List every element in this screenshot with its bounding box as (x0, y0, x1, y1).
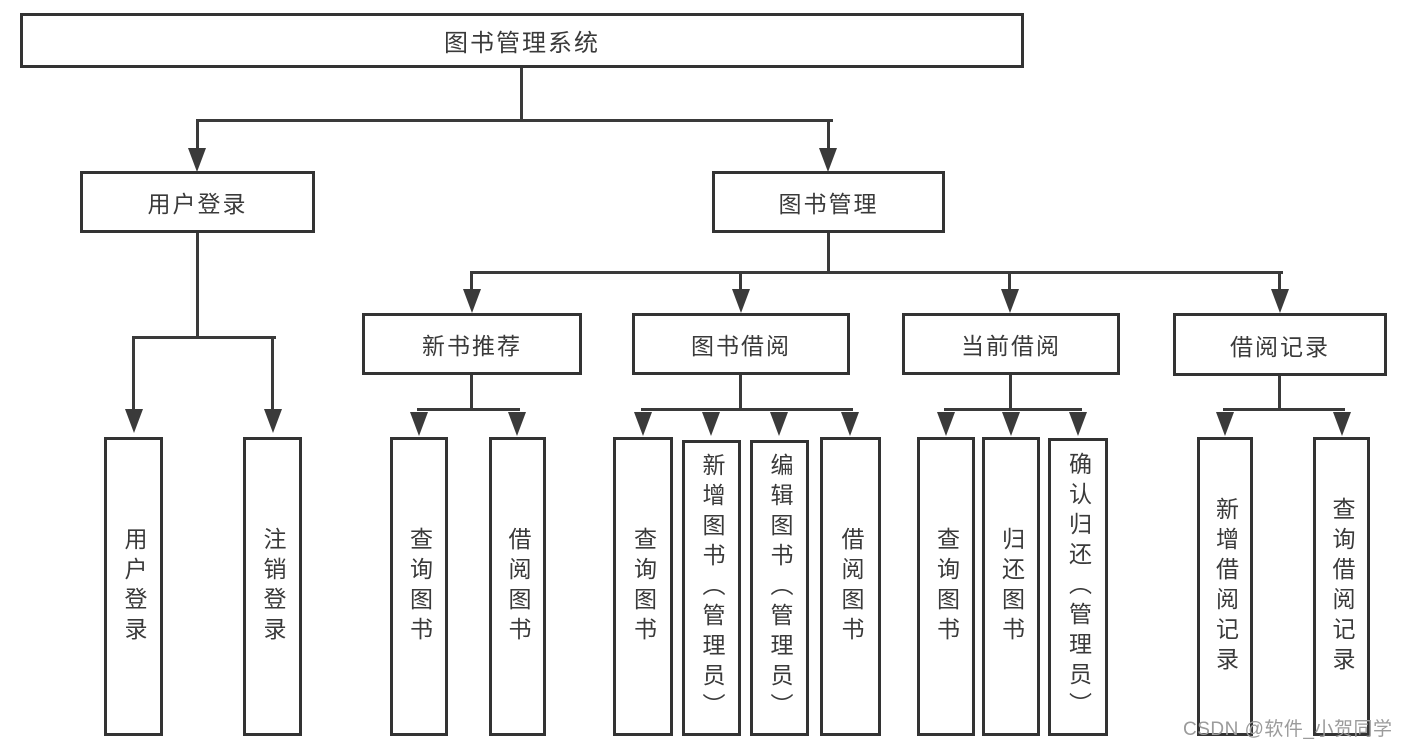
node-cur-return-label: 归还图书 (998, 526, 1025, 647)
connector-drop-borrow (739, 274, 742, 292)
node-bor-add-label: 新增图书（管理员） (699, 453, 725, 723)
arrow-down-icon (732, 289, 750, 313)
arrow-down-icon (125, 409, 143, 433)
node-records: 借阅记录 (1173, 313, 1387, 376)
node-bor-borrow-label: 借阅图书 (838, 526, 864, 647)
node-bor-edit: 编辑图书（管理员） (750, 440, 809, 736)
arrow-down-icon (1069, 412, 1087, 436)
node-recd-add: 新增借阅记录 (1197, 437, 1253, 736)
node-rec-borrow: 借阅图书 (489, 437, 546, 736)
node-rec-borrow-label: 借阅图书 (505, 526, 531, 647)
node-mgmt: 图书管理 (712, 171, 945, 233)
arrow-down-icon (463, 289, 481, 313)
arrow-down-icon (188, 148, 206, 172)
connector-recommend-stem (470, 375, 473, 411)
connector-borrow-horizontal (641, 408, 853, 411)
arrow-down-icon (841, 412, 859, 436)
node-login-label: 用户登录 (147, 191, 248, 217)
node-rec-query: 查询图书 (390, 437, 448, 736)
node-login-logout: 注销登录 (243, 437, 302, 736)
node-login: 用户登录 (80, 171, 315, 233)
node-borrow: 图书借阅 (632, 313, 850, 375)
connector-mgmt-stem (827, 233, 830, 274)
connector-records-stem (1278, 375, 1281, 411)
arrow-down-icon (770, 412, 788, 436)
arrow-down-icon (410, 412, 428, 436)
node-login-logout-label: 注销登录 (260, 526, 286, 647)
node-cur-query-label: 查询图书 (933, 526, 960, 647)
arrow-down-icon (1271, 289, 1289, 313)
node-login-user-label: 用户登录 (121, 526, 147, 647)
connector-drop-login-logout (271, 339, 274, 409)
node-recd-query: 查询借阅记录 (1313, 437, 1370, 736)
node-borrow-label: 图书借阅 (691, 333, 791, 359)
node-login-user: 用户登录 (104, 437, 163, 736)
node-records-label: 借阅记录 (1230, 333, 1330, 360)
node-rec-query-label: 查询图书 (406, 526, 433, 647)
connector-level2-horizontal (196, 119, 833, 122)
arrow-down-icon (264, 409, 282, 433)
arrow-down-icon (1001, 289, 1019, 313)
node-recd-add-label: 新增借阅记录 (1212, 496, 1239, 677)
arrow-down-icon (819, 148, 837, 172)
node-recommend: 新书推荐 (362, 313, 582, 375)
node-cur-confirm: 确认归还（管理员） (1048, 438, 1108, 736)
connector-drop-recommend (470, 274, 473, 292)
arrow-down-icon (1216, 412, 1234, 436)
node-recommend-label: 新书推荐 (422, 333, 522, 359)
node-bor-borrow: 借阅图书 (820, 437, 881, 736)
connector-drop-mgmt (827, 122, 830, 150)
node-cur-return: 归还图书 (982, 437, 1040, 736)
node-recd-query-label: 查询借阅记录 (1329, 496, 1355, 677)
node-current: 当前借阅 (902, 313, 1120, 375)
node-bor-add: 新增图书（管理员） (682, 440, 741, 736)
arrow-down-icon (508, 412, 526, 436)
connector-drop-records (1278, 274, 1281, 292)
arrow-down-icon (1002, 412, 1020, 436)
csdn-watermark: CSDN @软件_小贺同学 (1183, 719, 1393, 740)
connector-borrow-stem (739, 375, 742, 411)
connector-root-stem (520, 68, 523, 122)
connector-level3-horizontal (470, 271, 1283, 274)
node-mgmt-label: 图书管理 (778, 191, 879, 217)
connector-drop-login-user (132, 339, 135, 409)
node-root-label: 图书管理系统 (444, 30, 600, 57)
node-cur-query: 查询图书 (917, 437, 975, 736)
connector-login-horizontal (132, 336, 276, 339)
node-bor-edit-label: 编辑图书（管理员） (767, 453, 793, 723)
connector-current-stem (1009, 375, 1012, 411)
connector-drop-login (196, 122, 199, 150)
node-cur-confirm-label: 确认归还（管理员） (1065, 452, 1092, 722)
arrow-down-icon (702, 412, 720, 436)
node-root: 图书管理系统 (20, 13, 1024, 68)
arrow-down-icon (937, 412, 955, 436)
arrow-down-icon (1333, 412, 1351, 436)
node-current-label: 当前借阅 (961, 333, 1061, 359)
node-bor-query-label: 查询图书 (630, 526, 657, 647)
connector-login-stem (196, 233, 199, 336)
node-bor-query: 查询图书 (613, 437, 673, 736)
connector-current-horizontal (944, 408, 1082, 411)
arrow-down-icon (634, 412, 652, 436)
connector-drop-current (1008, 274, 1011, 292)
connector-records-horizontal (1223, 408, 1345, 411)
connector-recommend-horizontal (417, 408, 520, 411)
